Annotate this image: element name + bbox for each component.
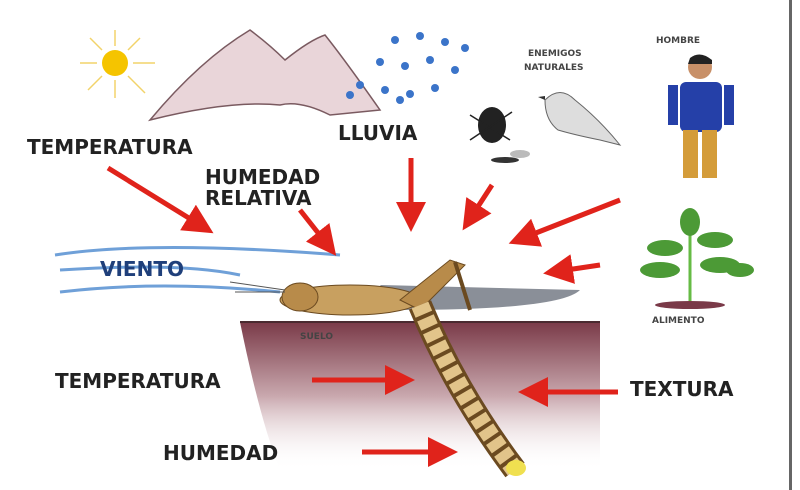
arrow-enemigos	[462, 183, 495, 231]
label-temperatura: TEMPERATURA	[27, 135, 193, 159]
fly-icon	[491, 150, 530, 163]
label-humedad-relativa-1: HUMEDAD	[205, 165, 320, 189]
mountains	[147, 29, 382, 122]
sun-icon	[80, 30, 155, 98]
label-humedad-suelo: HUMEDAD	[163, 441, 278, 465]
label-lluvia: LLUVIA	[338, 121, 418, 145]
label-suelo: SUELO	[300, 332, 333, 342]
label-enemigos-2: NATURALES	[524, 63, 584, 73]
rain-drops-icon	[346, 32, 469, 104]
wind-icon	[54, 246, 341, 294]
label-hombre: HOMBRE	[656, 36, 700, 46]
soil	[240, 322, 600, 470]
frame-border	[789, 0, 792, 490]
bird-icon	[538, 92, 622, 146]
label-enemigos-1: ENEMIGOS	[528, 49, 582, 59]
plant-icon	[640, 208, 754, 309]
label-viento: VIENTO	[100, 257, 184, 281]
label-textura: TEXTURA	[630, 377, 734, 401]
arrows	[106, 158, 621, 467]
label-humedad-relativa-2: RELATIVA	[205, 186, 312, 210]
arrow-temperatura	[106, 165, 214, 234]
arrow-alimento	[543, 254, 601, 284]
label-temperatura-suelo: TEMPERATURA	[55, 369, 221, 393]
beetle-icon	[469, 107, 513, 143]
man-icon	[668, 54, 734, 178]
arrow-humedad-relativa	[298, 208, 337, 256]
arrow-hombre	[508, 197, 621, 247]
locust-icon	[229, 259, 580, 478]
label-alimento: ALIMENTO	[652, 316, 705, 326]
